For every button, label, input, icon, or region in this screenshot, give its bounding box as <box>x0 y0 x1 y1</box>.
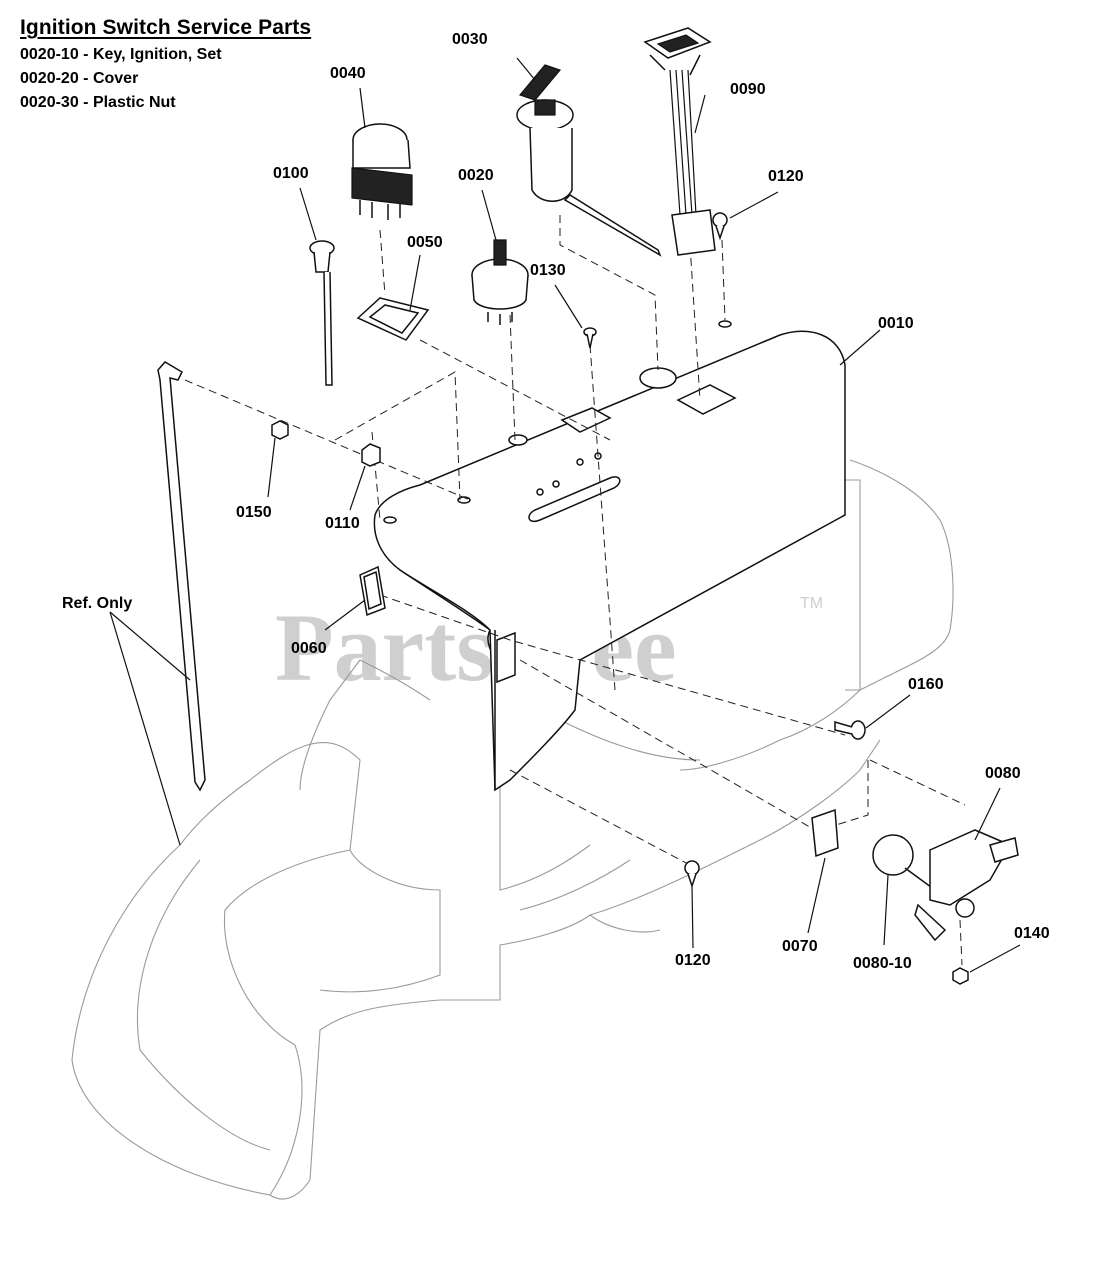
callout-0140: 0140 <box>1014 925 1050 942</box>
screw-0120-top <box>712 212 728 241</box>
callout-0150: 0150 <box>236 504 272 521</box>
callout-0090: 0090 <box>730 81 766 98</box>
bezel-0050 <box>356 297 430 341</box>
callout-0130: 0130 <box>530 262 566 279</box>
callout-0010: 0010 <box>878 315 914 332</box>
gasket-0060 <box>359 565 386 617</box>
callout-0100: 0100 <box>273 165 309 182</box>
callout-0080: 0080 <box>985 765 1021 782</box>
plug-0070 <box>811 808 839 858</box>
callout-0060: 0060 <box>291 640 327 657</box>
pto-switch-0040 <box>351 123 413 220</box>
callout-0110: 0110 <box>325 515 360 532</box>
ignition-switch-0020 <box>471 239 529 325</box>
callout-0050: 0050 <box>407 234 443 251</box>
hour-meter-0090 <box>643 27 716 256</box>
service-part-line: 0020-30 - Plastic Nut <box>20 94 176 111</box>
push-knob-0100 <box>309 240 335 386</box>
console-panel <box>373 320 846 792</box>
screw-0130 <box>583 327 597 349</box>
callout-0020: 0020 <box>458 167 494 184</box>
callout-0040: 0040 <box>330 65 366 82</box>
callout-0070: 0070 <box>782 938 818 955</box>
throttle-lever-0080 <box>872 829 1019 942</box>
callout-0080-10: 0080-10 <box>853 955 912 972</box>
header-title: Ignition Switch Service Parts <box>20 16 312 39</box>
service-parts-header: Ignition Switch Service Parts 0020-10 - … <box>20 16 311 112</box>
assembly-guide-lines <box>184 215 966 966</box>
screw-0120-bottom <box>684 860 700 889</box>
callout-ref-only: Ref. Only <box>62 595 132 612</box>
service-part-line: 0020-10 - Key, Ignition, Set <box>20 46 222 63</box>
callout-0120-top: 0120 <box>768 168 804 185</box>
mower-body-outline <box>71 459 954 1200</box>
power-outlet-0030 <box>516 64 662 257</box>
nut-0140 <box>952 967 969 985</box>
nut-0150 <box>271 420 289 440</box>
callout-0120-bottom: 0120 <box>675 952 711 969</box>
leader-lines <box>109 57 1021 973</box>
service-part-line: 0020-20 - Cover <box>20 70 139 87</box>
reference-rod <box>157 361 206 792</box>
nut-0110 <box>361 443 381 467</box>
callout-0160: 0160 <box>908 676 944 693</box>
callout-0030: 0030 <box>452 31 488 48</box>
watermark-tm: TM <box>800 595 823 612</box>
bolt-0160 <box>834 720 866 740</box>
